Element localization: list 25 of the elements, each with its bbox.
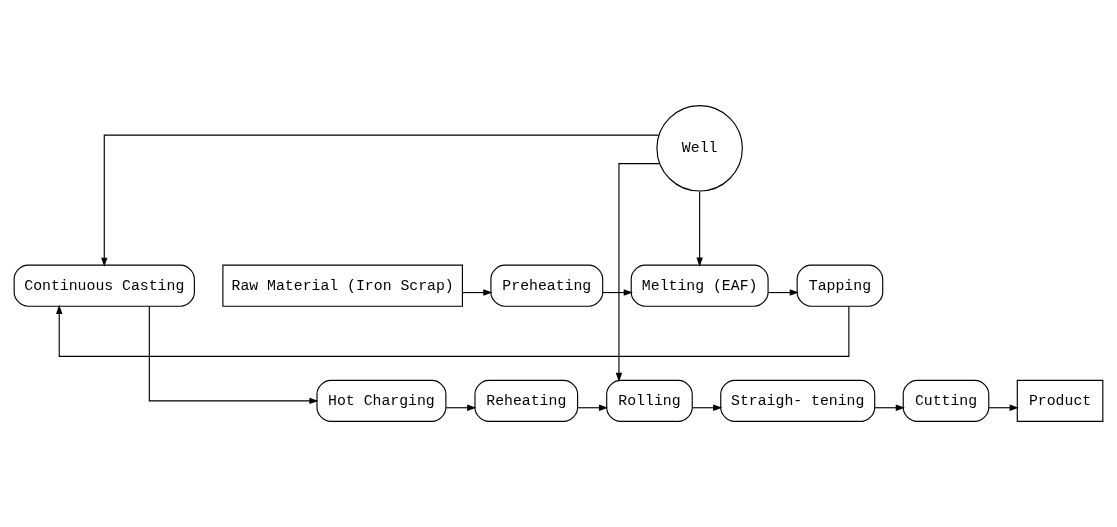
arrow — [577, 404, 609, 411]
node-box: Raw Material (Iron Scrap) — [222, 264, 463, 307]
node-box: Reheating — [474, 379, 579, 422]
node-box: Tapping — [796, 264, 884, 307]
arrow — [874, 404, 905, 411]
node-box: Continuous Casting — [13, 264, 195, 307]
arrow — [462, 289, 493, 296]
arrow — [101, 134, 660, 267]
node-box: Straigh- tening — [720, 379, 876, 422]
arrow — [691, 404, 723, 411]
node-box: Preheating — [490, 264, 604, 307]
arrow — [615, 163, 660, 382]
arrow — [767, 289, 799, 296]
node-box: Product — [1016, 379, 1104, 422]
arrow — [602, 289, 633, 296]
node-box: Cutting — [902, 379, 990, 422]
node-box: Rolling — [606, 379, 693, 422]
arrow — [988, 404, 1019, 411]
arrow — [696, 190, 703, 267]
node-box: Hot Charging — [316, 379, 447, 422]
arrow — [445, 404, 477, 411]
arrow — [148, 305, 319, 405]
node-box: Melting (EAF) — [630, 264, 769, 307]
arrow — [56, 304, 850, 357]
node-circle: Well — [656, 105, 743, 192]
